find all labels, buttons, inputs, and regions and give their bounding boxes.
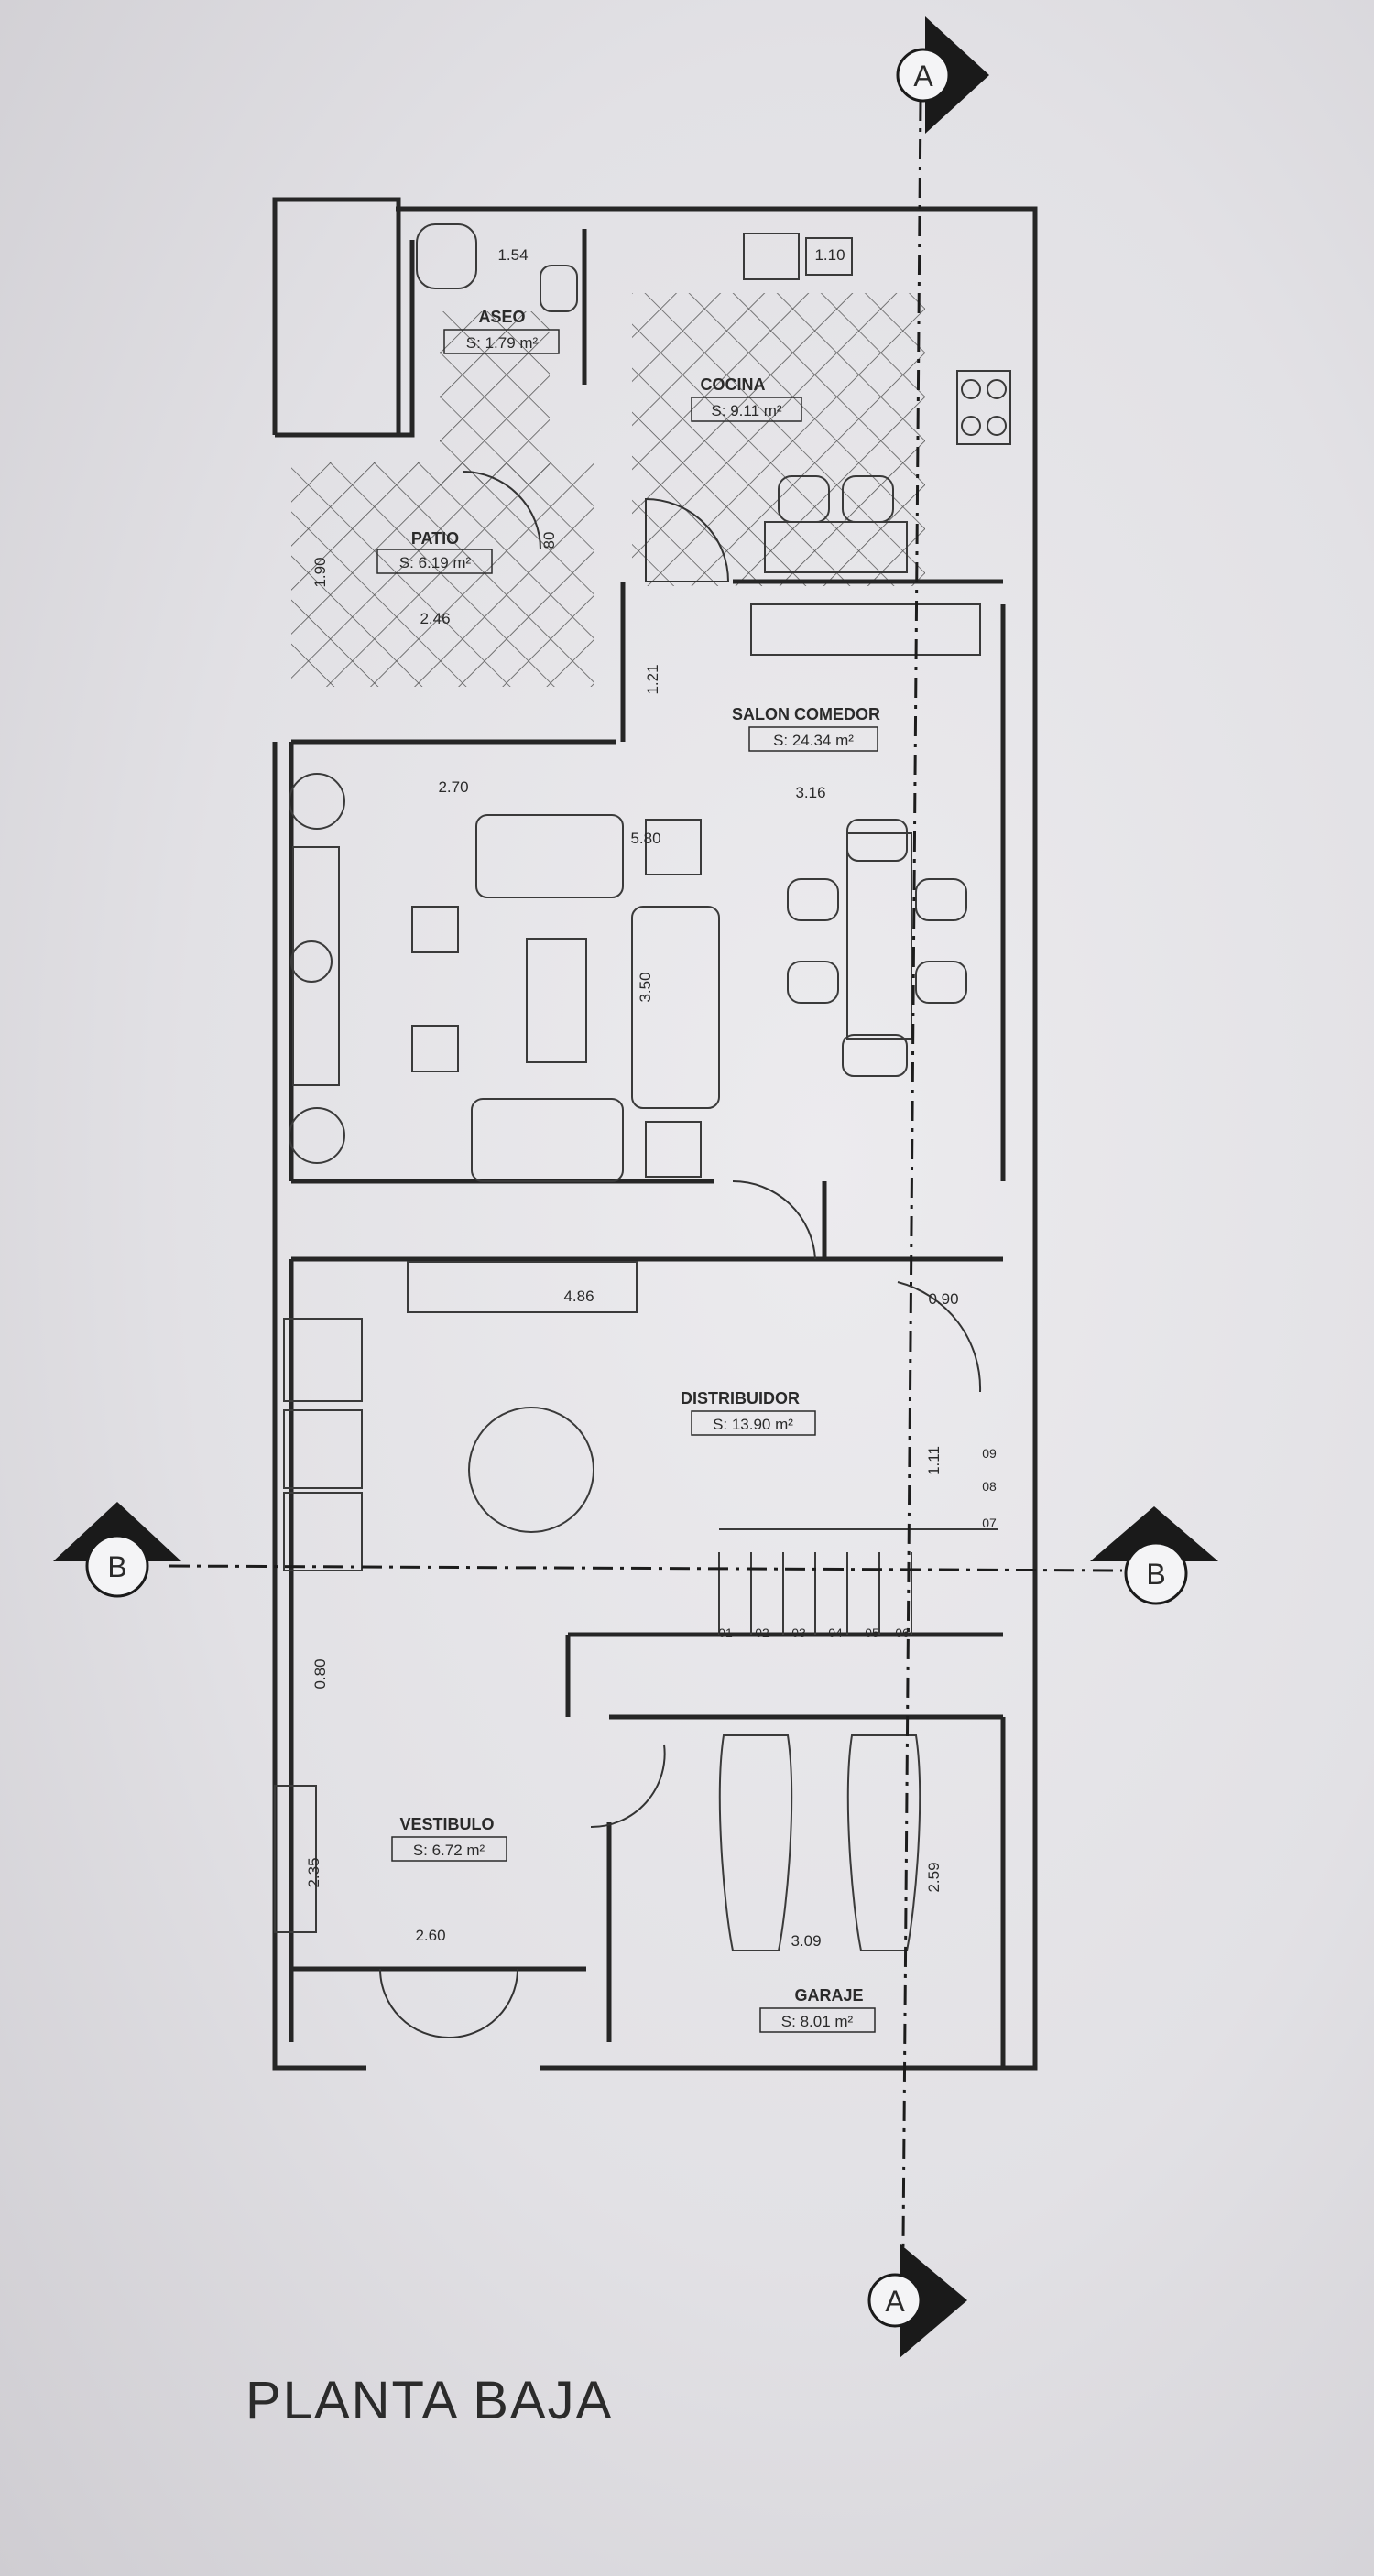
plan-title: PLANTA BAJA (245, 2371, 614, 2430)
dim-2-46: 2.46 (420, 610, 450, 627)
dim-3-50: 3.50 (637, 972, 654, 1002)
room-distribuidor: DISTRIBUIDOR S: 13.90 m² (681, 1389, 816, 1436)
room-name: ASEO (478, 308, 525, 326)
dim-1-54: 1.54 (497, 246, 528, 264)
room-patio: PATIO S: 6.19 m² (376, 529, 493, 574)
tiled-floors (291, 293, 925, 687)
room-area: S: 13.90 m² (713, 1416, 793, 1433)
dim-0-80: 0.80 (311, 1658, 329, 1689)
room-area: S: 8.01 m² (781, 2013, 854, 2030)
stair-step: 05 (865, 1625, 879, 1640)
stair-step: 07 (982, 1516, 997, 1530)
section-marker-b-right: B (1090, 1506, 1218, 1605)
dim-2-59: 2.59 (925, 1862, 943, 1892)
dim-1-90: 1.90 (311, 557, 329, 587)
room-area: S: 24.34 m² (773, 732, 854, 749)
dim-1-10: 1.10 (814, 246, 845, 264)
walls (272, 197, 1038, 2071)
room-name: COCINA (701, 375, 766, 394)
section-a-top-label: A (913, 60, 933, 92)
dim-5-80: 5.80 (630, 830, 660, 847)
fixtures (274, 223, 1011, 1951)
dim-1-21: 1.21 (644, 664, 661, 694)
room-area: S: 1.79 m² (466, 334, 539, 352)
section-a-bottom-label: A (885, 2285, 905, 2318)
stair-step: 02 (755, 1625, 769, 1640)
dim-2-70: 2.70 (438, 778, 468, 796)
stair-step-labels: 01 02 03 04 05 06 07 08 09 (718, 1446, 997, 1640)
room-vestibulo: VESTIBULO S: 6.72 m² (391, 1815, 507, 1862)
stair-step: 01 (718, 1625, 733, 1640)
dim-3-16: 3.16 (795, 784, 825, 801)
section-lines (169, 100, 1123, 2354)
dim-0-90: 0.90 (928, 1290, 958, 1308)
stair-step: 03 (791, 1625, 806, 1640)
room-garaje: GARAJE S: 8.01 m² (759, 1986, 876, 2033)
room-name: DISTRIBUIDOR (681, 1389, 800, 1408)
dim-1-11: 1.11 (925, 1446, 943, 1475)
room-area: S: 6.19 m² (399, 554, 472, 571)
section-b-left-label: B (107, 1550, 126, 1583)
stair-step: 09 (982, 1446, 997, 1461)
dim-2-35: 2.35 (305, 1857, 322, 1887)
dim-3-09: 3.09 (791, 1932, 821, 1950)
stair-step: 08 (982, 1479, 997, 1494)
room-aseo: ASEO S: 1.79 m² (443, 308, 560, 354)
stair-step: 06 (895, 1625, 910, 1640)
room-cocina: COCINA S: 9.11 m² (691, 375, 802, 422)
dim-4-86: 4.86 (563, 1288, 594, 1305)
doors (379, 471, 982, 2038)
dim-80-door: 80 (540, 532, 558, 549)
room-name: VESTIBULO (399, 1815, 494, 1833)
room-name: GARAJE (794, 1986, 863, 2005)
dim-2-60: 2.60 (415, 1927, 445, 1944)
stair-step: 04 (828, 1625, 843, 1640)
section-marker-b-left: B (53, 1502, 181, 1598)
room-name: PATIO (411, 529, 459, 548)
room-area: S: 6.72 m² (413, 1842, 485, 1859)
room-salon-comedor: SALON COMEDOR S: 24.34 m² (732, 705, 880, 752)
section-marker-a-top: A (896, 16, 989, 134)
room-area: S: 9.11 m² (711, 402, 781, 419)
dimensions: 1.54 1.10 80 1.90 2.46 1.21 2.70 3.16 5.… (305, 246, 959, 1950)
room-name: SALON COMEDOR (732, 705, 880, 723)
section-marker-a-bottom: A (867, 2244, 967, 2358)
section-b-right-label: B (1146, 1558, 1165, 1591)
